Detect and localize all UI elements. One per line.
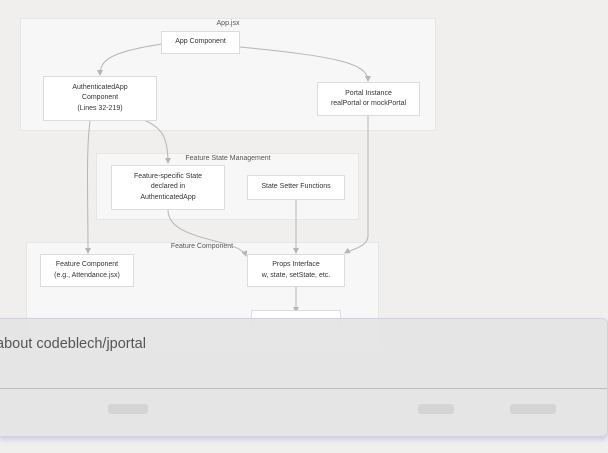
group-app-jsx-label: App.jsx: [216, 20, 240, 27]
node-state-setter-functions: State Setter Functions: [247, 175, 345, 200]
chat-input-text[interactable]: about codeblech/jportal: [0, 336, 146, 352]
edge-app-to-portal: [239, 46, 371, 82]
group-feature-state-management-label: Feature State Management: [185, 155, 271, 162]
edge-app-to-authenticated: [97, 43, 163, 76]
edge-authenticated-to-feature-component: [84, 120, 91, 254]
node-authenticated-app: AuthenticatedApp Component (Lines 32-219…: [43, 76, 157, 121]
edge-portal-to-props: [344, 116, 369, 254]
chat-overlay: about codeblech/jportal: [0, 318, 608, 437]
node-feature-specific-state: Feature-specific State declared in Authe…: [111, 165, 225, 210]
edge-state-to-props: [167, 209, 248, 257]
chat-input-area[interactable]: about codeblech/jportal: [0, 319, 607, 389]
chat-overlay-footer: [0, 388, 607, 437]
edge-authenticated-to-state: [145, 120, 171, 164]
ghost-shape: [108, 404, 148, 414]
node-props-interface: Props Interface w, state, setState, etc.: [247, 254, 345, 287]
node-feature-component: Feature Component (e.g., Attendance.jsx): [40, 254, 134, 287]
group-feature-component-label: Feature Component: [170, 243, 234, 250]
ghost-shape: [510, 404, 556, 414]
ghost-shape: [418, 404, 454, 414]
node-app-component: App Component: [161, 31, 240, 54]
node-portal-instance: Portal Instance realPortal or mockPortal: [317, 82, 420, 116]
